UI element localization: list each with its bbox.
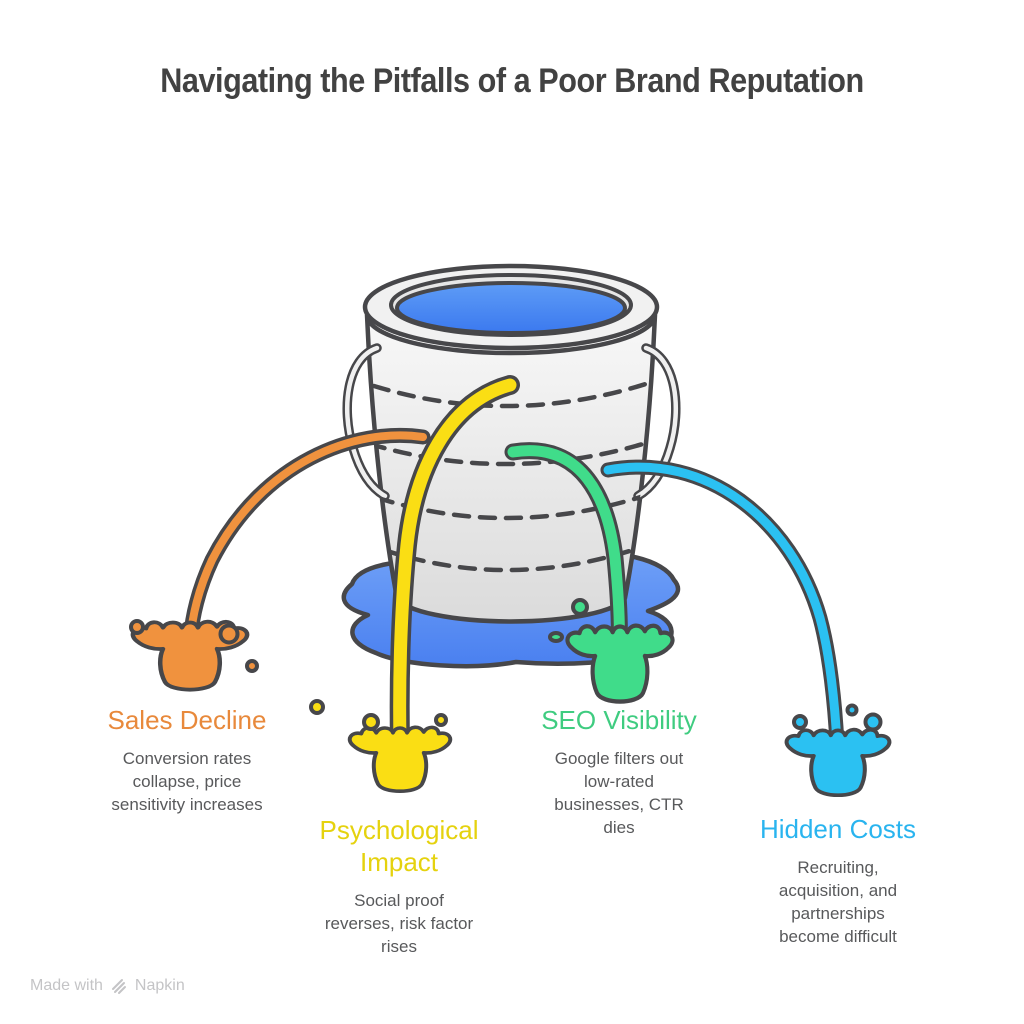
watermark-text: Made with bbox=[30, 977, 103, 994]
stream-blue bbox=[600, 459, 845, 752]
bucket-handle-right bbox=[633, 343, 681, 501]
page-title: Navigating the Pitfalls of a Poor Brand … bbox=[160, 62, 864, 100]
splash-orange bbox=[129, 619, 259, 690]
item-description: Google filters out low-rated businesses,… bbox=[554, 749, 684, 837]
item-heading: Psychological Impact bbox=[319, 815, 479, 877]
item-heading: Sales Decline bbox=[107, 705, 267, 735]
item-psychological-impact: Psychological Impact Social proof revers… bbox=[299, 814, 499, 958]
item-sales-decline: Sales Decline Conversion rates collapse,… bbox=[67, 704, 307, 816]
bucket bbox=[342, 263, 681, 624]
item-description: Conversion rates collapse, price sensiti… bbox=[111, 749, 263, 814]
water-surface bbox=[395, 281, 627, 335]
item-heading: SEO Visibility bbox=[541, 705, 697, 735]
stream-green bbox=[504, 442, 628, 655]
splash-green bbox=[548, 598, 673, 702]
item-seo-visibility: SEO Visibility Google filters out low-ra… bbox=[519, 704, 719, 839]
item-description: Social proof reverses, risk factor rises bbox=[324, 891, 474, 956]
napkin-logo-icon bbox=[111, 979, 126, 994]
stream-yellow bbox=[389, 375, 520, 752]
splash-yellow bbox=[309, 699, 453, 794]
splash-blue bbox=[787, 703, 890, 796]
stream-orange bbox=[183, 427, 431, 644]
item-heading: Hidden Costs bbox=[759, 814, 917, 844]
watermark-brand: Napkin bbox=[134, 977, 185, 994]
item-description: Recruiting, acquisition, and partnership… bbox=[778, 858, 898, 946]
item-hidden-costs: Hidden Costs Recruiting, acquisition, an… bbox=[723, 813, 953, 948]
watermark: Made with Napkin bbox=[30, 977, 185, 995]
